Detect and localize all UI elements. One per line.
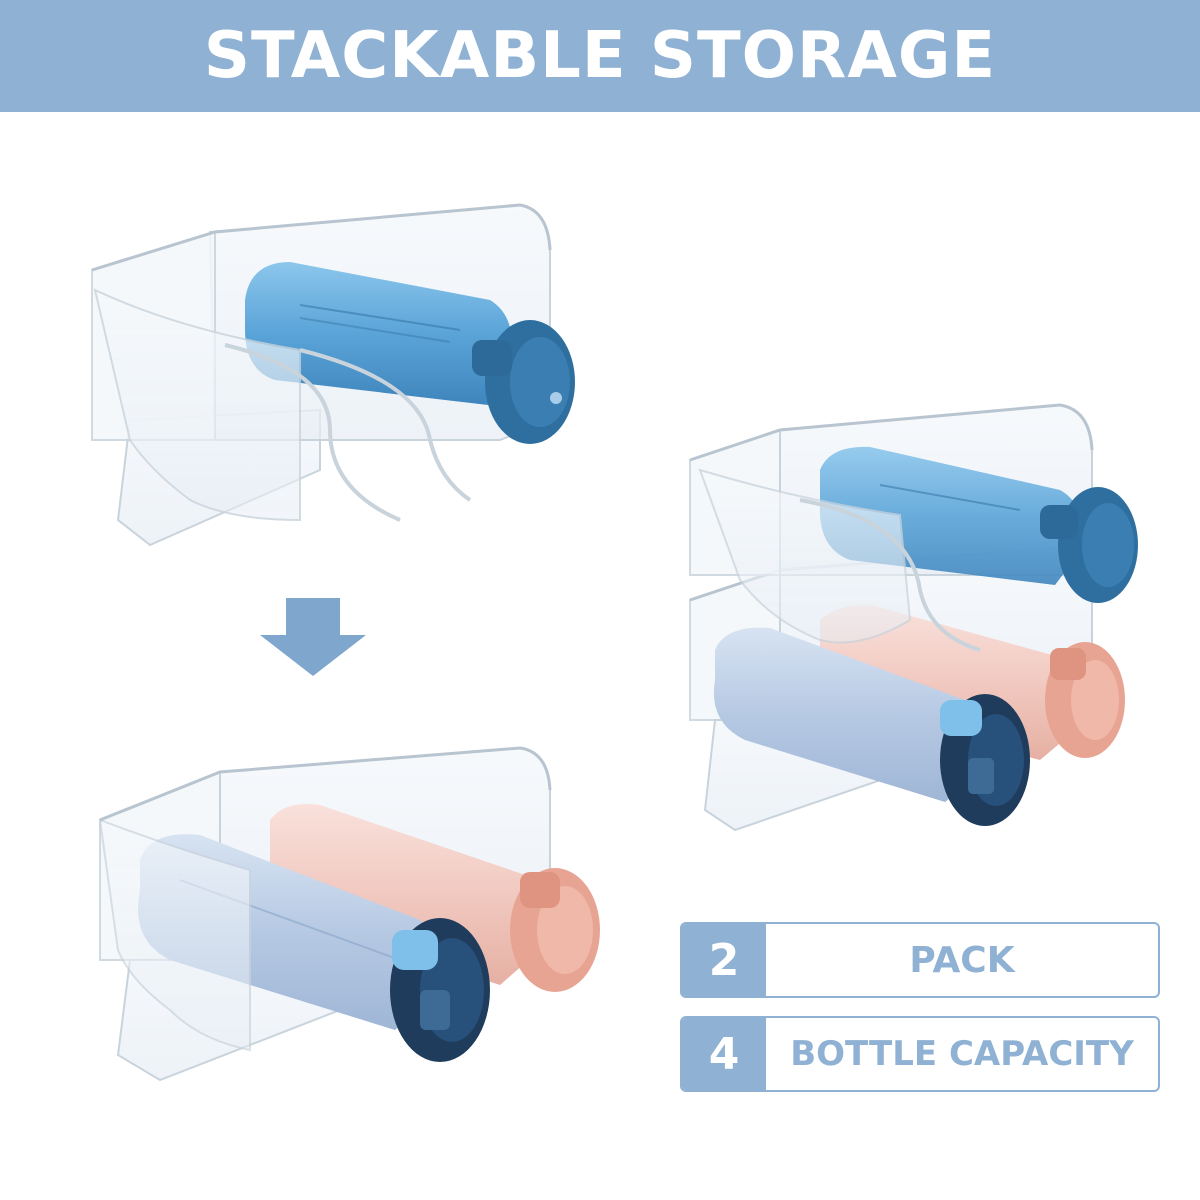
bottle-capacity-number: 4 <box>682 1018 766 1090</box>
single-rack-one-bottle <box>91 203 575 547</box>
page-title: STACKABLE STORAGE <box>203 19 997 93</box>
single-rack-two-bottles <box>98 746 600 1082</box>
stacked-racks <box>689 403 1138 832</box>
pack-count-badge: 2 PACK <box>680 922 1160 998</box>
pale-blue-bottle-stacked <box>713 627 1030 826</box>
pack-count-label: PACK <box>909 939 1015 981</box>
header-banner: STACKABLE STORAGE <box>0 0 1200 112</box>
arrow-down-icon <box>260 598 366 676</box>
bottle-capacity-badge: 4 BOTTLE CAPACITY <box>680 1016 1160 1092</box>
product-scene <box>91 203 1138 1082</box>
blue-bottle <box>245 262 575 444</box>
pack-count-number: 2 <box>682 924 766 996</box>
bottle-capacity-label: BOTTLE CAPACITY <box>790 1034 1134 1074</box>
pink-bottle <box>269 804 600 992</box>
